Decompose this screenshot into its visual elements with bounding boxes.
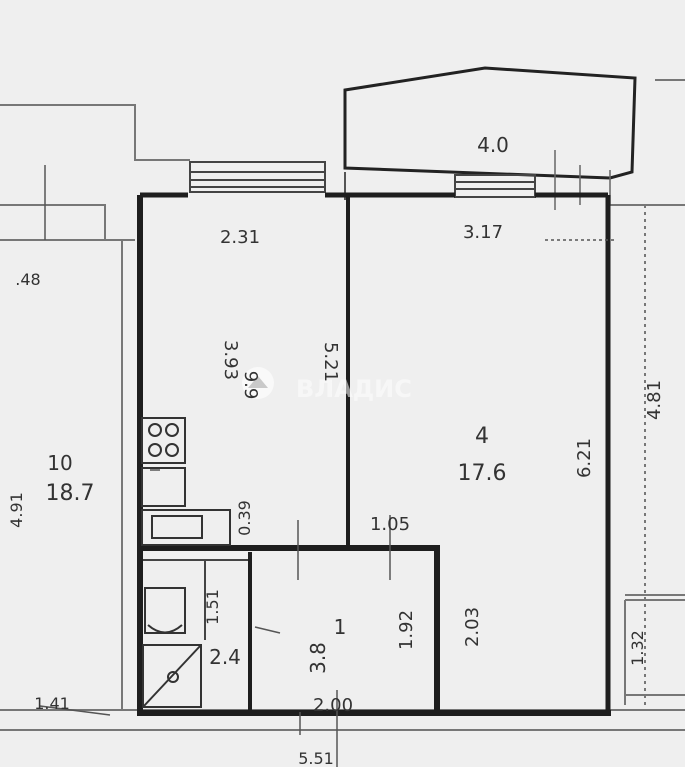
living-area: 17.6 <box>458 461 507 486</box>
stove <box>141 417 186 464</box>
living-length: 5.21 <box>320 342 341 382</box>
kitchen-length: 3.93 <box>220 340 241 380</box>
living-width: 3.17 <box>463 222 503 243</box>
hall-width: 2.00 <box>313 695 353 716</box>
neighbor-right-small: 1.32 <box>628 630 647 666</box>
kitchen-window <box>189 161 326 193</box>
kitchen-niche-width: 0.39 <box>235 500 254 536</box>
sink <box>144 587 186 634</box>
neighbor-left-width: .48 <box>15 270 40 289</box>
neighbor-left-number: 10 <box>47 451 72 475</box>
kitchen-width: 2.31 <box>220 227 260 248</box>
dimension-lines <box>39 165 615 767</box>
kitchen-counter <box>141 467 231 546</box>
living-depth: 6.21 <box>574 438 595 478</box>
living-number: 4 <box>475 424 489 449</box>
neighbor-left-length: 4.91 <box>7 492 26 528</box>
hall-number: 1 <box>334 615 347 639</box>
watermark: ВЛАДИС <box>242 367 412 403</box>
bottom-left-dimension: 1.41 <box>34 694 70 713</box>
hall-length: 1.92 <box>396 610 417 650</box>
bathroom-partition <box>143 559 248 640</box>
neighbor-left-area: 18.7 <box>46 481 95 506</box>
neighbor-right-length: 4.81 <box>644 380 665 420</box>
kitchen-area: 9.9 <box>240 371 261 400</box>
watermark-text: ВЛАДИС <box>296 375 412 403</box>
hall-area: 3.8 <box>306 642 330 674</box>
bathtub-corner <box>142 644 202 708</box>
dimension-labels: 4.0 2.31 3.17 .48 3.93 9.9 5.21 4 17.6 6… <box>7 133 665 767</box>
bath-area: 2.4 <box>209 645 241 669</box>
bath-width: 1.51 <box>203 589 222 625</box>
corridor-gap-width: 1.05 <box>370 514 410 535</box>
hall-depth: 2.03 <box>462 607 483 647</box>
apartment-walls <box>137 192 611 716</box>
living-window <box>454 174 536 198</box>
balcony-width: 4.0 <box>477 133 509 157</box>
bottom-center-dimension: 5.51 <box>298 749 334 767</box>
